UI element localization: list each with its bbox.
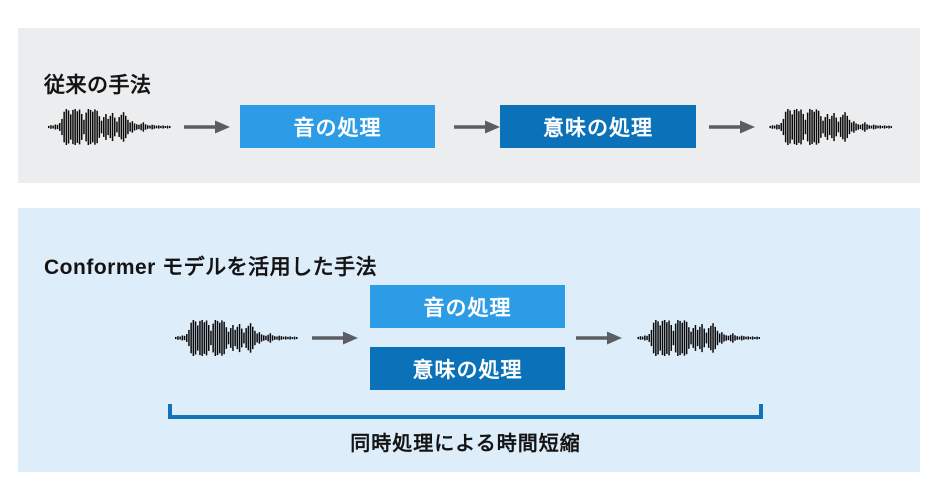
audio-waveform-input [48,109,171,145]
meaning-processing-box: 意味の処理 [500,105,696,148]
simultaneous-processing-bracket [168,404,763,419]
flow-arrow [709,119,755,135]
bracket-label: 同時処理による時間短縮 [350,433,581,455]
conventional-title: 従来の手法 [44,74,152,98]
sound-processing-label: 音の処理 [293,116,382,140]
conformer-title: Conformer モデルを活用した手法 [44,256,378,280]
meaning-processing-box: 意味の処理 [370,347,565,390]
meaning-processing-label: 意味の処理 [543,116,653,140]
flow-arrow [312,330,358,346]
audio-waveform-output [769,109,892,145]
meaning-processing-label: 意味の処理 [412,358,523,382]
audio-waveform-input [175,320,298,356]
sound-processing-label: 音の処理 [423,296,512,320]
panel-conventional-method: 従来の手法 音の処理 意味の処理 [18,28,920,183]
sound-processing-box: 音の処理 [240,105,435,148]
sound-processing-box: 音の処理 [370,285,565,328]
flow-arrow [576,330,622,346]
flow-arrow [454,119,500,135]
audio-waveform-output [637,320,760,356]
flow-arrow [184,119,230,135]
panel-conformer-method: Conformer モデルを活用した手法 音の処理 意味の処理 同時処理による時… [18,208,920,472]
